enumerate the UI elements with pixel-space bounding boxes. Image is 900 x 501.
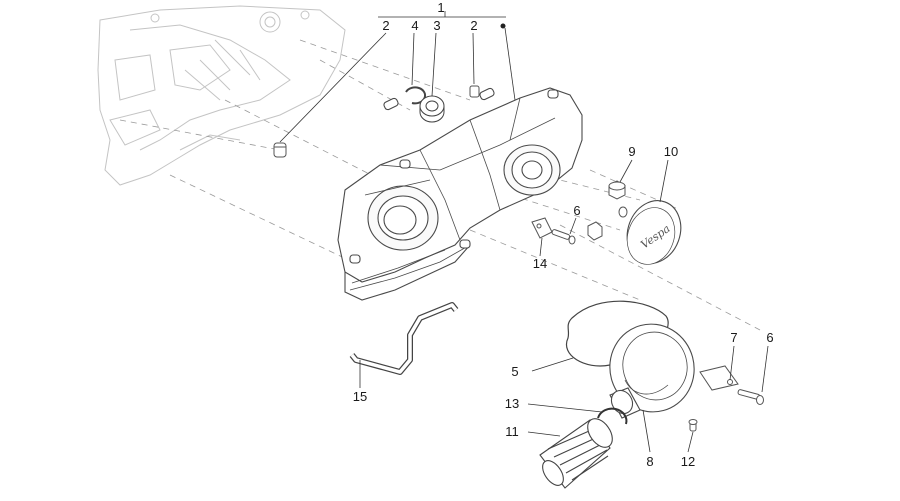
intake-duct-11 [539,418,613,489]
dowel-pin-left [273,142,287,158]
intake-cover-8 [609,323,695,419]
callout-5: 5 [511,364,518,379]
callout-6b: 6 [766,330,773,345]
callout-2b: 2 [470,18,477,33]
leader-lines [279,11,769,453]
transmission-cover [337,87,583,301]
clamp-ring-13 [597,407,628,425]
screw-12 [688,419,698,432]
callout-4: 4 [411,18,418,33]
callout-14: 14 [533,256,547,271]
callout-13: 13 [505,396,519,411]
callout-7: 7 [730,330,737,345]
screw-6-lower [737,389,764,405]
logo-cover-10: Vespa [626,200,682,265]
assembly-dot [500,23,506,29]
bracket-7 [699,365,739,391]
cap-nut-9 [608,180,626,200]
callout-1: 1 [437,0,444,15]
callout-9: 9 [628,144,635,159]
callout-2a: 2 [382,18,389,33]
callouts: 1 2 4 3 2 9 10 6 14 7 6 5 15 13 11 8 12 [353,0,774,469]
callout-8: 8 [646,454,653,469]
bearing-3 [419,95,445,123]
callout-10: 10 [664,144,678,159]
bracket-14 [531,217,553,239]
callout-15: 15 [353,389,367,404]
screw-6-upper [551,229,576,245]
callout-6a: 6 [573,203,580,218]
callout-3: 3 [433,18,440,33]
callout-11: 11 [505,424,519,439]
callout-12: 12 [681,454,695,469]
engine-crankcase [97,5,346,186]
dowel-pin-right [469,85,480,98]
spacer-nut [587,221,603,241]
washer [618,206,628,218]
circlip-4 [405,86,427,105]
